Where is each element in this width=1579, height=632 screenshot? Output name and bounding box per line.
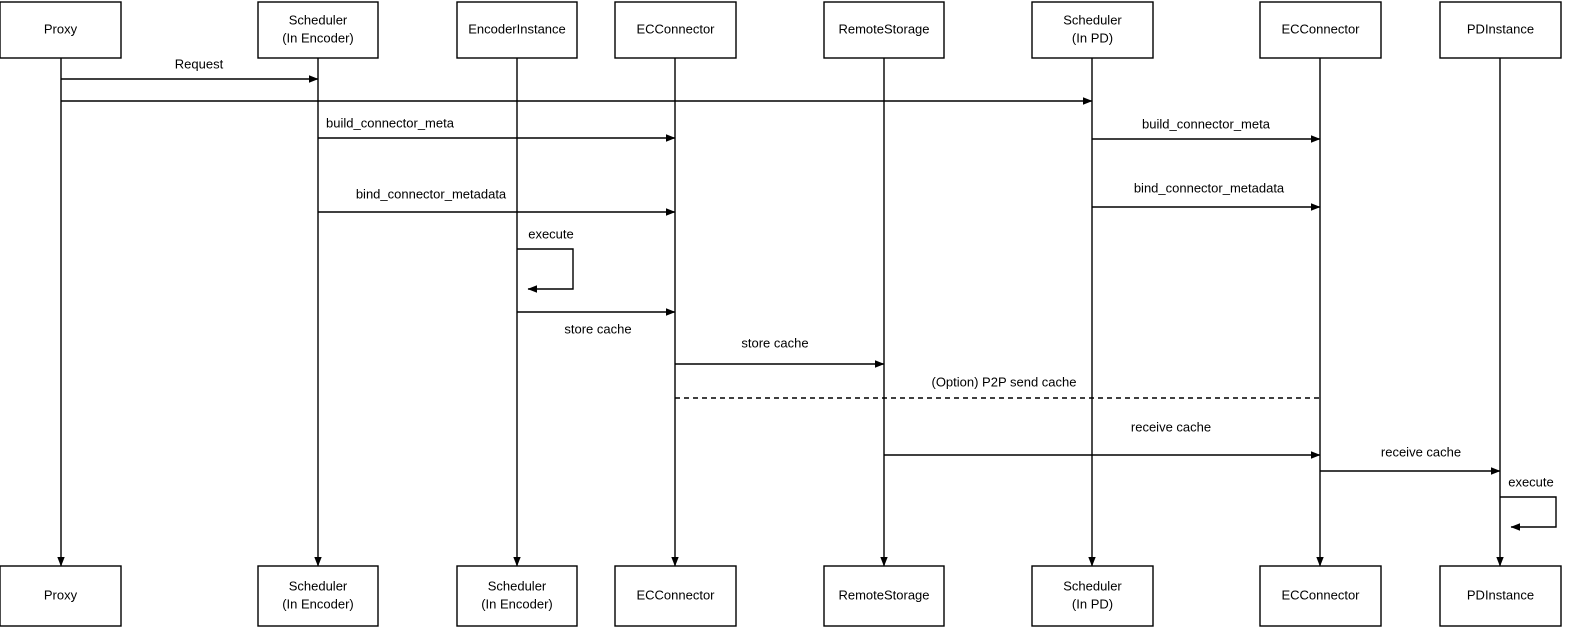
message-label: build_connector_meta xyxy=(326,115,455,130)
messages-layer: Request build_connector_meta build_connect… xyxy=(61,56,1501,475)
message-m6[interactable]: bind_connector_metadata xyxy=(1092,180,1321,211)
participant-box-bottom-remote_store[interactable]: RemoteStorage xyxy=(823,565,945,627)
participant-label: PDInstance xyxy=(1467,587,1534,602)
message-label: store cache xyxy=(564,321,631,336)
participant-label: ECConnector xyxy=(1281,587,1360,602)
message-m7[interactable]: store cache xyxy=(517,308,676,336)
participant-label: Proxy xyxy=(44,587,78,602)
participant-label: Proxy xyxy=(44,21,78,36)
message-label: bind_connector_metadata xyxy=(1134,180,1285,195)
participant-box-top-sched_enc[interactable]: Scheduler (In Encoder) xyxy=(257,1,379,59)
participant-label-line2: (In PD) xyxy=(1072,596,1113,611)
message-m3[interactable]: build_connector_meta xyxy=(318,115,676,142)
participant-box-top-remote_store[interactable]: RemoteStorage xyxy=(823,1,945,59)
self-message-s1[interactable]: execute xyxy=(517,226,574,293)
self-message-label: execute xyxy=(1508,474,1554,489)
message-m4[interactable]: build_connector_meta xyxy=(1092,116,1321,143)
participant-label: ECConnector xyxy=(636,21,715,36)
participant-box-top-sched_pd[interactable]: Scheduler (In PD) xyxy=(1031,1,1154,59)
message-label: receive cache xyxy=(1381,444,1461,459)
message-m9[interactable]: (Option) P2P send cache xyxy=(675,374,1320,399)
message-m11[interactable]: receive cache xyxy=(1320,444,1501,475)
message-label: bind_connector_metadata xyxy=(356,186,507,201)
participant-label-line1: Scheduler xyxy=(1063,578,1122,593)
self-message-loop xyxy=(517,248,574,293)
message-label: store cache xyxy=(741,335,808,350)
message-label: (Option) P2P send cache xyxy=(931,374,1076,389)
bottom-participant-boxes: Proxy Scheduler (In Encoder) Scheduler (In E… xyxy=(0,565,1562,627)
message-m10[interactable]: receive cache xyxy=(884,419,1321,459)
message-label: receive cache xyxy=(1131,419,1211,434)
message-label: Request xyxy=(175,56,224,71)
participant-label-line2: (In Encoder) xyxy=(282,596,354,611)
participant-label-line1: Scheduler xyxy=(488,578,547,593)
self-messages-layer: execute execute xyxy=(517,226,1557,531)
participant-label-line1: Scheduler xyxy=(289,12,348,27)
participant-box-top-ec_conn_r[interactable]: ECConnector xyxy=(1259,1,1382,59)
participant-label-line1: Scheduler xyxy=(1063,12,1122,27)
top-participant-boxes: Proxy Scheduler (In Encoder) EncoderInstanc… xyxy=(0,1,1562,59)
participant-box-top-proxy[interactable]: Proxy xyxy=(0,1,122,59)
participant-box-top-encoder_inst[interactable]: EncoderInstance xyxy=(456,1,578,59)
participant-box-top-pd_inst[interactable]: PDInstance xyxy=(1439,1,1562,59)
participant-label-line2: (In Encoder) xyxy=(282,30,354,45)
participant-label: PDInstance xyxy=(1467,21,1534,36)
participant-label-line1: Scheduler xyxy=(289,578,348,593)
self-message-s2[interactable]: execute xyxy=(1500,474,1557,531)
participant-label-line2: (In Encoder) xyxy=(481,596,553,611)
participant-label: RemoteStorage xyxy=(838,21,929,36)
participant-box-bottom-ec_conn_r[interactable]: ECConnector xyxy=(1259,565,1382,627)
lifelines-layer xyxy=(57,58,1504,567)
self-message-loop xyxy=(1500,496,1557,531)
message-m5[interactable]: bind_connector_metadata xyxy=(318,186,676,216)
message-m8[interactable]: store cache xyxy=(675,335,885,368)
participant-label: ECConnector xyxy=(636,587,715,602)
participant-box-top-ec_conn_l[interactable]: ECConnector xyxy=(614,1,737,59)
participant-box-bottom-ec_conn_l[interactable]: ECConnector xyxy=(614,565,737,627)
participant-box-bottom-proxy[interactable]: Proxy xyxy=(0,565,122,627)
self-message-label: execute xyxy=(528,226,574,241)
participant-label-line2: (In PD) xyxy=(1072,30,1113,45)
participant-box-bottom-encoder_inst[interactable]: Scheduler (In Encoder) xyxy=(456,565,578,627)
participant-box-bottom-sched_pd[interactable]: Scheduler (In PD) xyxy=(1031,565,1154,627)
participant-label: RemoteStorage xyxy=(838,587,929,602)
message-m1[interactable]: Request xyxy=(61,56,319,83)
message-label: build_connector_meta xyxy=(1142,116,1271,131)
participant-label: ECConnector xyxy=(1281,21,1360,36)
participant-box-bottom-pd_inst[interactable]: PDInstance xyxy=(1439,565,1562,627)
participant-label: EncoderInstance xyxy=(468,21,566,36)
participant-box-bottom-sched_enc[interactable]: Scheduler (In Encoder) xyxy=(257,565,379,627)
